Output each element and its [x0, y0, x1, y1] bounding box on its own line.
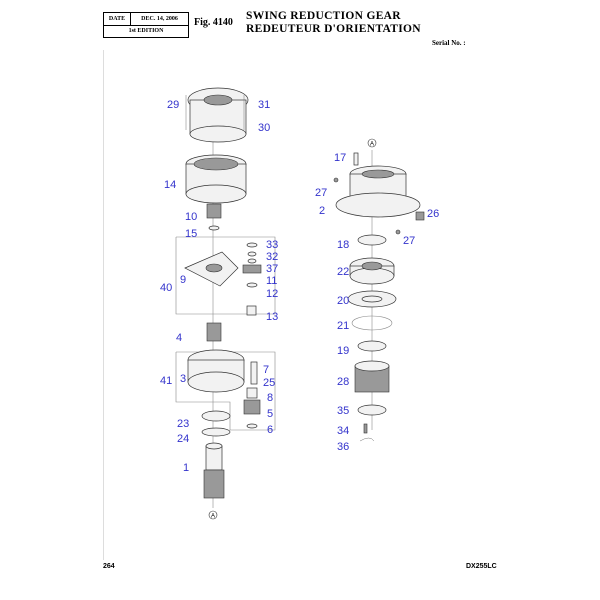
label-40: 40	[160, 282, 172, 294]
part-labels-right: 17 27 2 26 27 18 22 20 21 19 28 35 34 36	[315, 152, 439, 453]
label-24: 24	[177, 433, 189, 445]
title-english: SWING REDUCTION GEAR	[246, 10, 401, 22]
label-21: 21	[337, 320, 349, 332]
label-36: 36	[337, 441, 349, 453]
label-37: 37	[266, 263, 278, 275]
part-gear-10	[206, 203, 222, 219]
label-9: 9	[180, 274, 186, 286]
part-labels-left: 29 31 30 14 10 15 33 32 37 11 9 40 12 13…	[160, 99, 278, 474]
svg-text:A: A	[211, 514, 215, 520]
label-8: 8	[267, 392, 273, 404]
part-sun-gear-4	[206, 322, 222, 342]
model-name: DX255LC	[466, 563, 497, 570]
label-12: 12	[266, 288, 278, 300]
label-17: 17	[334, 152, 346, 164]
title-french: REDEUTEUR D'ORIENTATION	[246, 23, 421, 35]
group-box-41	[175, 351, 276, 431]
part-housing	[185, 87, 249, 143]
label-23: 23	[177, 418, 189, 430]
label-29: 29	[167, 99, 179, 111]
part-casing-2	[335, 165, 421, 218]
date-label: DATE	[104, 13, 131, 25]
label-32: 32	[266, 251, 278, 263]
edition: 1st EDITION	[128, 28, 164, 34]
label-41: 41	[160, 375, 172, 387]
part-ring-gear	[185, 154, 247, 204]
label-1: 1	[183, 462, 189, 474]
label-34: 34	[337, 425, 349, 437]
label-19: 19	[337, 345, 349, 357]
svg-text:A: A	[370, 142, 374, 148]
part-pinion-shaft	[203, 442, 225, 499]
reference-marker-a-bottom: A	[208, 510, 218, 520]
figure-number: Fig. 4140	[194, 17, 233, 28]
date-value: DEC. 14, 2006	[141, 15, 178, 22]
label-5: 5	[267, 408, 273, 420]
label-14: 14	[164, 179, 176, 191]
label-15: 15	[185, 228, 197, 240]
part-carrier-3	[187, 349, 245, 393]
label-27: 27	[315, 187, 327, 199]
label-25: 25	[263, 377, 275, 389]
label-6: 6	[267, 424, 273, 436]
label-20: 20	[337, 295, 349, 307]
label-18: 18	[337, 239, 349, 251]
label-3: 3	[180, 373, 186, 385]
part-washer-15	[208, 225, 220, 231]
label-2: 2	[319, 205, 325, 217]
label-30: 30	[258, 122, 270, 134]
group-box-40	[175, 236, 276, 315]
serial-number: Serial No. :	[432, 39, 466, 47]
label-27b: 27	[403, 235, 415, 247]
label-13: 13	[266, 311, 278, 323]
label-31: 31	[258, 99, 270, 111]
label-4: 4	[176, 332, 182, 344]
date-box: DATE DEC. 14, 2006 1st EDITION	[103, 12, 189, 38]
label-7: 7	[263, 364, 269, 376]
margin-line	[103, 50, 104, 560]
label-11: 11	[266, 275, 277, 287]
label-10: 10	[185, 211, 197, 223]
label-35: 35	[337, 405, 349, 417]
page-number: 264	[103, 563, 115, 570]
label-26: 26	[427, 208, 439, 220]
label-22: 22	[337, 266, 349, 278]
label-28: 28	[337, 376, 349, 388]
label-33: 33	[266, 239, 278, 251]
reference-marker-a-top: A	[367, 138, 377, 148]
